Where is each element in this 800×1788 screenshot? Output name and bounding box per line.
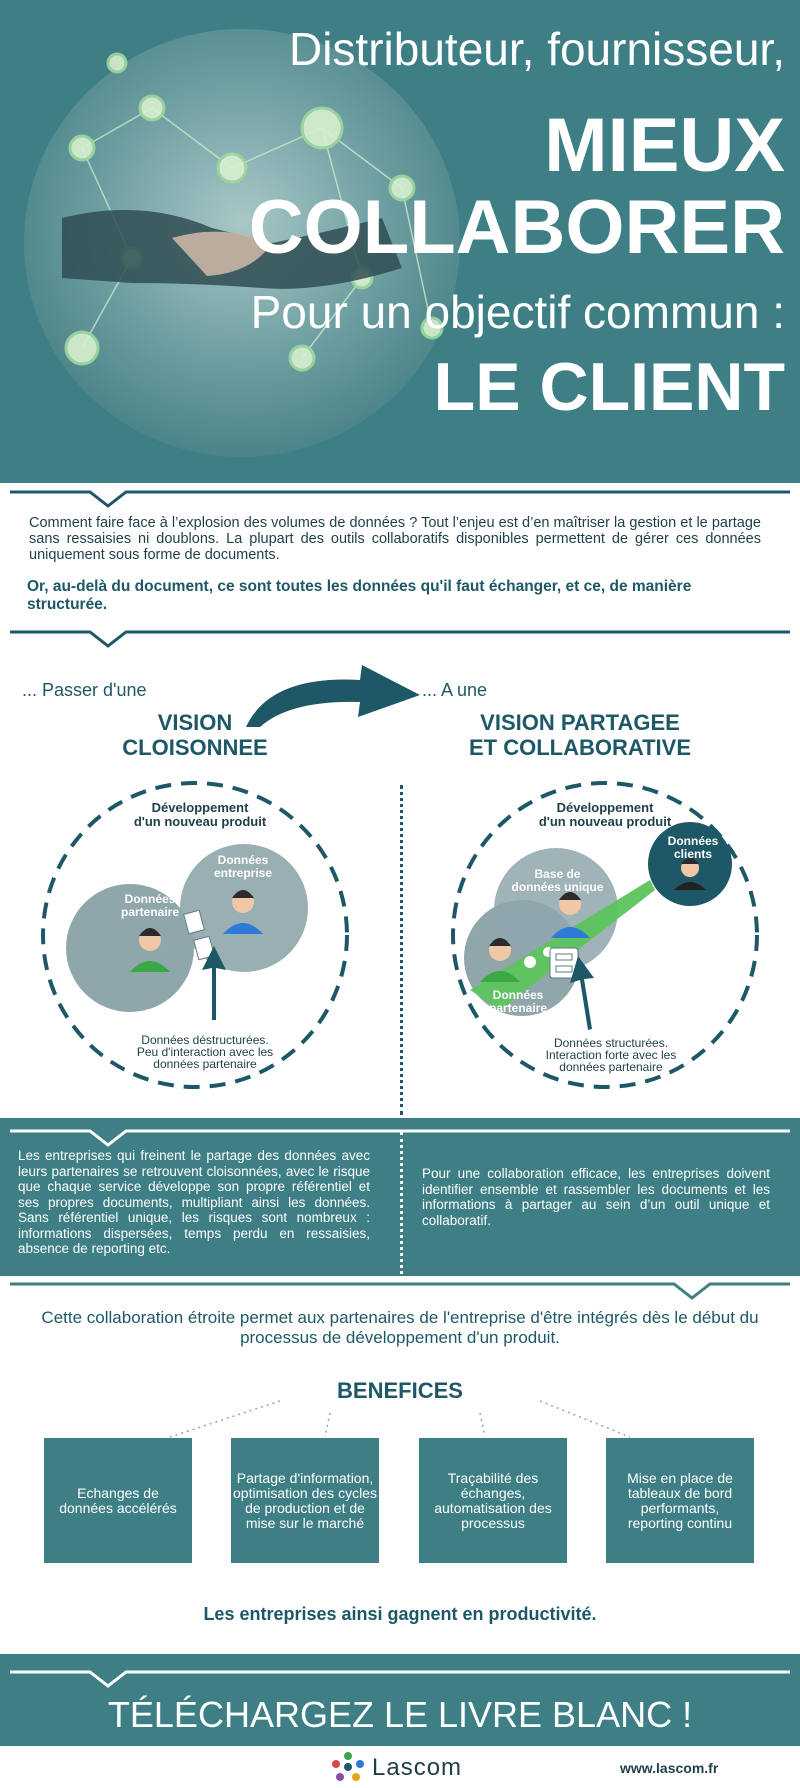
header-line3: COLLABORER xyxy=(248,185,785,270)
benefit-text-3: Traçabilité des échanges, automatisation… xyxy=(434,1469,552,1531)
right-bubble-unique-line1: Base de xyxy=(534,867,581,881)
header-line4: Pour un objectif commun : xyxy=(250,286,785,338)
collab-text: Cette collaboration étroite permet aux p… xyxy=(41,1308,759,1347)
right-title-line1: VISION PARTAGEE xyxy=(480,710,680,735)
right-title-line2: ET COLLABORATIVE xyxy=(468,735,692,760)
benefit-card-3: Traçabilité des échanges, automatisation… xyxy=(419,1438,567,1563)
benefit-card-4: Mise en place de tableaux de bord perfor… xyxy=(606,1438,754,1563)
right-bubble-unique-line2: données unique xyxy=(511,880,604,894)
right-bubble-clients-line2: clients xyxy=(673,847,712,861)
left-bubble-company-line2: entreprise xyxy=(213,866,273,880)
left-title-line1: VISION xyxy=(157,710,233,735)
explain-left-text: Les entreprises qui freinent le partage … xyxy=(18,1148,370,1256)
vertical-separator-top xyxy=(400,785,403,1115)
partner-person-icon-right xyxy=(480,938,520,982)
client-person-icon xyxy=(674,858,706,890)
left-bubble-partner-line2: partenaire xyxy=(120,905,180,919)
right-circle-label-line2: d'un nouveau produit xyxy=(538,814,672,829)
header-line5: LE CLIENT xyxy=(433,349,785,425)
divider-notch-middle xyxy=(10,630,790,648)
left-caption-line3: données partenaire xyxy=(153,1057,257,1071)
left-bubble-partner-line1: Données xyxy=(124,892,176,906)
siloed-vision-diagram xyxy=(41,781,349,1089)
conclusion-text: Les entreprises ainsi gagnent en product… xyxy=(203,1604,597,1624)
right-circle-label-line1: Développement xyxy=(556,800,654,815)
lascom-logo-text: Lascom xyxy=(372,1754,463,1781)
cta-notch xyxy=(10,1670,790,1688)
benefit-card-1: Echanges de données accélérés xyxy=(44,1438,192,1563)
left-circle-label-line2: d'un nouveau produit xyxy=(133,814,267,829)
header-banner: Distributeur, fournisseur, MIEUX COLLABO… xyxy=(0,0,800,483)
right-caption-line1: Données structurées. xyxy=(553,1036,669,1050)
unique-db-person-icon xyxy=(551,892,590,938)
intro-paragraph: Comment faire face à l’explosion des vol… xyxy=(29,515,761,563)
header-line2: MIEUX xyxy=(544,103,785,188)
header-line1: Distributeur, fournisseur, xyxy=(288,23,785,75)
company-person-icon xyxy=(223,890,263,934)
left-caption-line1: Données déstructurées. xyxy=(141,1033,269,1047)
left-title-line2: CLOISONNEE xyxy=(122,735,268,760)
right-bubble-clients-line1: Données xyxy=(667,834,719,848)
benefit-text-4: Mise en place de tableaux de bord perfor… xyxy=(627,1469,733,1531)
explain-right-text: Pour une collaboration efficace, les ent… xyxy=(422,1166,770,1228)
footer-url[interactable]: www.lascom.fr xyxy=(620,1760,719,1776)
divider-notch-top xyxy=(10,490,790,508)
right-caption-line3: données partenaire xyxy=(559,1060,663,1074)
documents-icon xyxy=(183,909,215,961)
divider-notch-band xyxy=(10,1129,790,1147)
intro-emphasis: Or, au-delà du document, ce sont toutes … xyxy=(27,578,692,613)
left-circle-label-line1: Développement xyxy=(151,800,249,815)
right-lead: ... A une xyxy=(422,680,488,700)
benefit-text-1: Echanges de données accélérés xyxy=(59,1484,177,1516)
partner-person-icon xyxy=(130,928,170,972)
left-bubble-company-line1: Données xyxy=(217,853,269,867)
right-bubble-partner-line2: partenaire xyxy=(488,1001,548,1015)
download-button-label[interactable]: TÉLÉCHARGEZ LE LIVRE BLANC ! xyxy=(107,1694,693,1735)
transition-arrow xyxy=(246,665,420,727)
divider-notch-bottom xyxy=(10,1282,790,1300)
footer: Lascom www.lascom.fr xyxy=(0,1746,800,1788)
handshake-globe-illustration xyxy=(24,29,460,457)
lascom-logo-icon xyxy=(332,1752,364,1781)
benefit-text-2: Partage d'information, optimisation des … xyxy=(233,1469,377,1531)
vertical-separator-band xyxy=(400,1132,403,1274)
benefits-connectors xyxy=(169,1400,631,1438)
right-bubble-partner-line1: Données xyxy=(492,988,544,1002)
right-caption-line2: Interaction forte avec les xyxy=(545,1048,677,1062)
left-caption-line2: Peu d'interaction avec les xyxy=(136,1045,274,1059)
benefit-card-2: Partage d'information, optimisation des … xyxy=(231,1438,379,1563)
benefits-title: BENEFICES xyxy=(337,1378,463,1403)
cta-band[interactable]: TÉLÉCHARGEZ LE LIVRE BLANC ! xyxy=(0,1654,800,1746)
left-lead: ... Passer d'une xyxy=(22,680,147,700)
shared-vision-diagram xyxy=(451,781,759,1089)
